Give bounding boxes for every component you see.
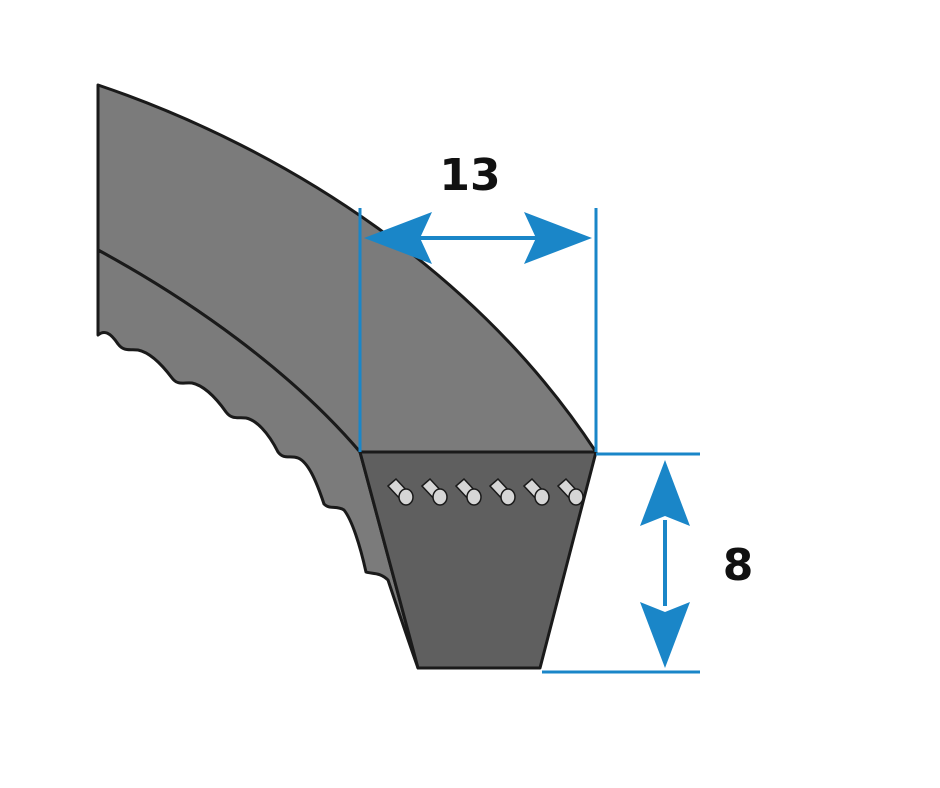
height-arrow-bottom	[640, 602, 690, 668]
belt-cogged-side	[96, 248, 420, 670]
tension-cord-end	[534, 488, 550, 506]
width-arrow-left	[364, 212, 432, 264]
tension-cord	[522, 477, 550, 506]
tension-cord	[454, 477, 482, 506]
width-dimension	[358, 208, 598, 452]
tension-cord-end	[500, 488, 516, 506]
height-dimension	[542, 452, 700, 674]
tension-cord-end	[432, 488, 448, 506]
tension-cord-end	[466, 488, 482, 506]
tension-cord	[556, 477, 584, 506]
width-dimension-label: 13	[439, 150, 500, 201]
tension-cord	[386, 477, 414, 506]
height-dimension-label: 8	[723, 540, 754, 591]
height-arrow-top	[640, 460, 690, 526]
belt-outer-face	[96, 83, 598, 454]
belt-cross-section	[358, 450, 598, 670]
width-arrow-right	[524, 212, 592, 264]
tension-cords	[386, 477, 584, 506]
tension-cord	[488, 477, 516, 506]
tension-cord-end	[398, 488, 414, 506]
tension-cord-end	[568, 488, 584, 506]
tension-cord	[420, 477, 448, 506]
